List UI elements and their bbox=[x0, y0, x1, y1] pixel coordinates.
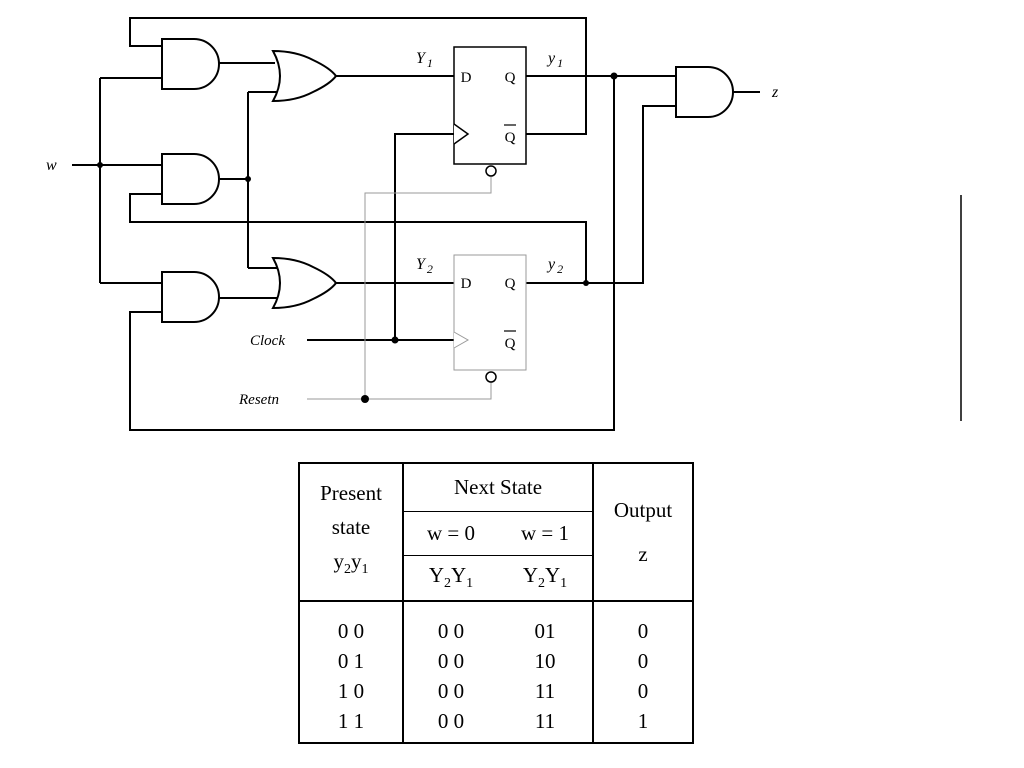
ff1-d-label: D bbox=[461, 70, 472, 86]
output-header: Output z bbox=[593, 463, 693, 602]
w1-header: w = 1 bbox=[498, 511, 594, 556]
resetn-label: Resetn bbox=[238, 392, 279, 408]
present-state-header: Present state y2y1 bbox=[299, 463, 404, 602]
table-row: 0 1 0 0 10 0 bbox=[299, 646, 693, 676]
output-cell: 0 bbox=[637, 648, 649, 673]
and-gate-output bbox=[675, 66, 734, 118]
ff2-d-label: D bbox=[461, 276, 472, 292]
table-row: 1 0 0 0 11 0 bbox=[299, 676, 693, 706]
present-cell: 1 1 bbox=[299, 706, 404, 743]
next-w1-cell: 11 bbox=[498, 676, 594, 706]
w1-Y-header: Y2Y1 bbox=[498, 555, 594, 602]
and-gate-2 bbox=[161, 153, 220, 205]
w0-header: w = 0 bbox=[403, 511, 498, 556]
flip-flop-1: D Q Q bbox=[453, 46, 527, 177]
and-gate-1 bbox=[161, 38, 220, 90]
input-w-label: w bbox=[46, 157, 57, 174]
and-gate-3 bbox=[161, 271, 220, 323]
present-cell: 0 1 bbox=[299, 646, 404, 676]
output-z-label: z bbox=[771, 84, 779, 101]
next-w0-cell: 0 0 bbox=[437, 678, 465, 703]
next-state-header: Next State bbox=[403, 463, 594, 512]
ff2-qbar-label: Q bbox=[505, 336, 516, 352]
ff1-qbar-label: Q bbox=[505, 130, 516, 146]
wires bbox=[72, 17, 760, 431]
next-w1-cell: 11 bbox=[498, 706, 594, 743]
or-gate-1 bbox=[271, 49, 338, 103]
next-w1-cell: 10 bbox=[498, 646, 594, 676]
flip-flop-2: D Q Q bbox=[453, 254, 527, 383]
present-cell: 1 0 bbox=[299, 676, 404, 706]
next-w1-cell: 01 bbox=[498, 601, 594, 646]
next-w0-cell: 0 0 bbox=[437, 708, 465, 733]
or-gate-2 bbox=[271, 256, 338, 310]
output-cell: 1 bbox=[637, 708, 649, 733]
present-cell: 0 0 bbox=[299, 601, 404, 646]
state-table: Present state y2y1 Next State Output z w… bbox=[298, 462, 694, 744]
table-row: 1 1 0 0 11 1 bbox=[299, 706, 693, 743]
ff1-q-label: Q bbox=[505, 70, 516, 86]
next-w0-cell: 0 0 bbox=[437, 648, 465, 673]
table-row: 0 0 0 0 01 0 bbox=[299, 601, 693, 646]
junction-dots bbox=[97, 72, 618, 403]
next-w0-cell: 0 0 bbox=[437, 618, 465, 643]
output-cell: 0 bbox=[637, 618, 649, 643]
clock-label: Clock bbox=[250, 333, 285, 349]
w0-Y-header: Y2Y1 bbox=[403, 555, 498, 602]
ff2-q-label: Q bbox=[505, 276, 516, 292]
output-cell: 0 bbox=[637, 678, 649, 703]
